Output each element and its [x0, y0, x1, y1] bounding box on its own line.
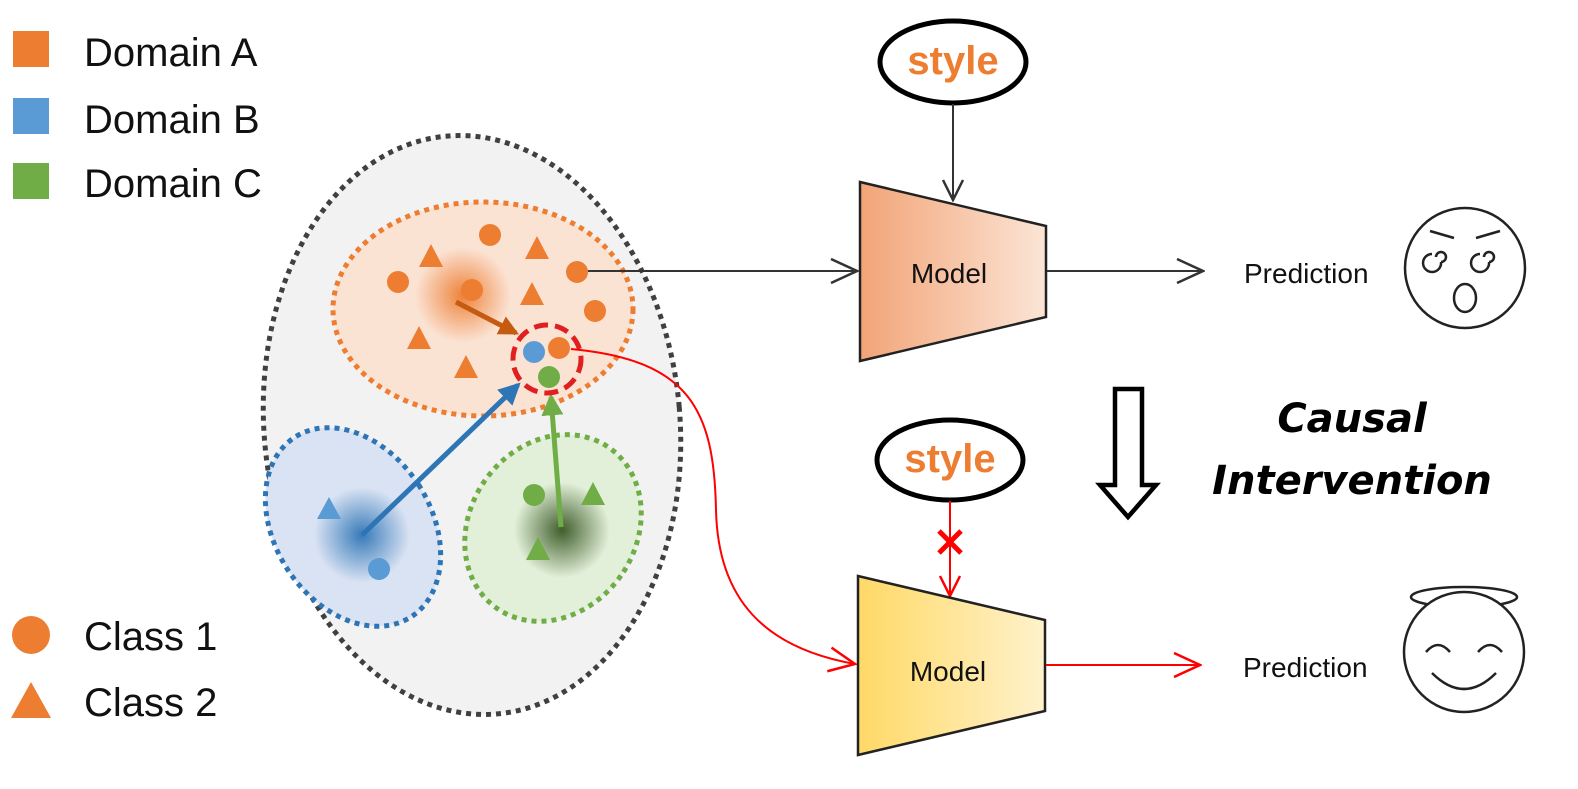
bottom-model-block — [856, 574, 1047, 757]
bottom-prediction-label: Prediction — [1243, 652, 1368, 683]
class-2-triangle-icon — [11, 682, 51, 718]
feature-space — [260, 133, 684, 717]
class-1-circle-icon — [12, 616, 50, 654]
domain-c-class-2-sample — [581, 482, 605, 505]
causal-intervention: Causal Intervention — [1095, 386, 1492, 521]
domain-a-label: Domain A — [84, 31, 258, 75]
domain-a-class-2-sample — [454, 355, 478, 378]
intervened-domain-a-sample — [548, 337, 570, 359]
hollow-down-arrow-icon — [1095, 386, 1161, 521]
domain-legend: Domain A Domain B Domain C — [13, 31, 262, 206]
domain-a-class-1-sample — [461, 279, 483, 301]
intervened-samples-to-bottom-model-path — [570, 348, 855, 664]
bottom-branch: style Model Prediction — [570, 348, 1526, 757]
class-legend: Class 1 Class 2 — [11, 615, 217, 725]
domain-a-class-1-sample — [584, 300, 606, 322]
top-style-node — [877, 18, 1029, 106]
dizzy-face-icon — [1403, 206, 1527, 330]
class-1-label: Class 1 — [84, 615, 217, 659]
domain-c-label: Domain C — [84, 162, 262, 206]
domain-b-class-2-sample — [317, 497, 341, 519]
domain-a-class-2-sample — [419, 244, 443, 267]
intervened-samples-ring — [510, 322, 584, 396]
class-2-label: Class 2 — [84, 681, 217, 725]
top-model-label: Model — [911, 258, 987, 289]
domain-c-class-2-sample — [526, 537, 550, 560]
causal-intervention-line-2: Intervention — [1212, 458, 1492, 504]
bottom-model-label: Model — [910, 656, 986, 687]
intervened-domain-b-sample — [523, 341, 545, 363]
domain-c-shift-arrow — [541, 393, 564, 528]
domain-a-class-1-sample — [566, 261, 588, 283]
domain-a-class-2-sample — [520, 282, 544, 305]
angel-smiling-face-icon — [1402, 585, 1526, 714]
intervened-domain-c-sample — [538, 366, 560, 388]
domain-c-cluster — [462, 432, 644, 624]
domain-a-cluster — [330, 199, 636, 419]
domain-c-class-1-sample — [523, 484, 545, 506]
domain-a-swatch — [13, 31, 49, 67]
cross-mark-icon — [937, 529, 963, 555]
domain-a-class-1-sample — [479, 224, 501, 246]
domain-a-class-2-sample — [407, 326, 431, 349]
domain-b-label: Domain B — [84, 98, 260, 142]
top-style-label: style — [907, 39, 998, 83]
bottom-style-node — [874, 417, 1026, 503]
bottom-style-label: style — [904, 437, 995, 481]
domain-a-class-1-sample — [387, 271, 409, 293]
domain-a-shift-arrow — [454, 299, 519, 336]
domain-c-swatch — [13, 163, 49, 199]
domain-b-swatch — [13, 98, 49, 134]
domain-a-class-2-sample — [525, 236, 549, 259]
domain-b-shift-arrow — [360, 382, 521, 537]
causal-intervention-line-1: Causal — [1277, 396, 1428, 442]
top-prediction-label: Prediction — [1244, 258, 1369, 289]
top-model-block — [858, 180, 1048, 363]
domain-b-class-1-sample — [368, 558, 390, 580]
top-branch: style Model Prediction — [588, 18, 1527, 363]
